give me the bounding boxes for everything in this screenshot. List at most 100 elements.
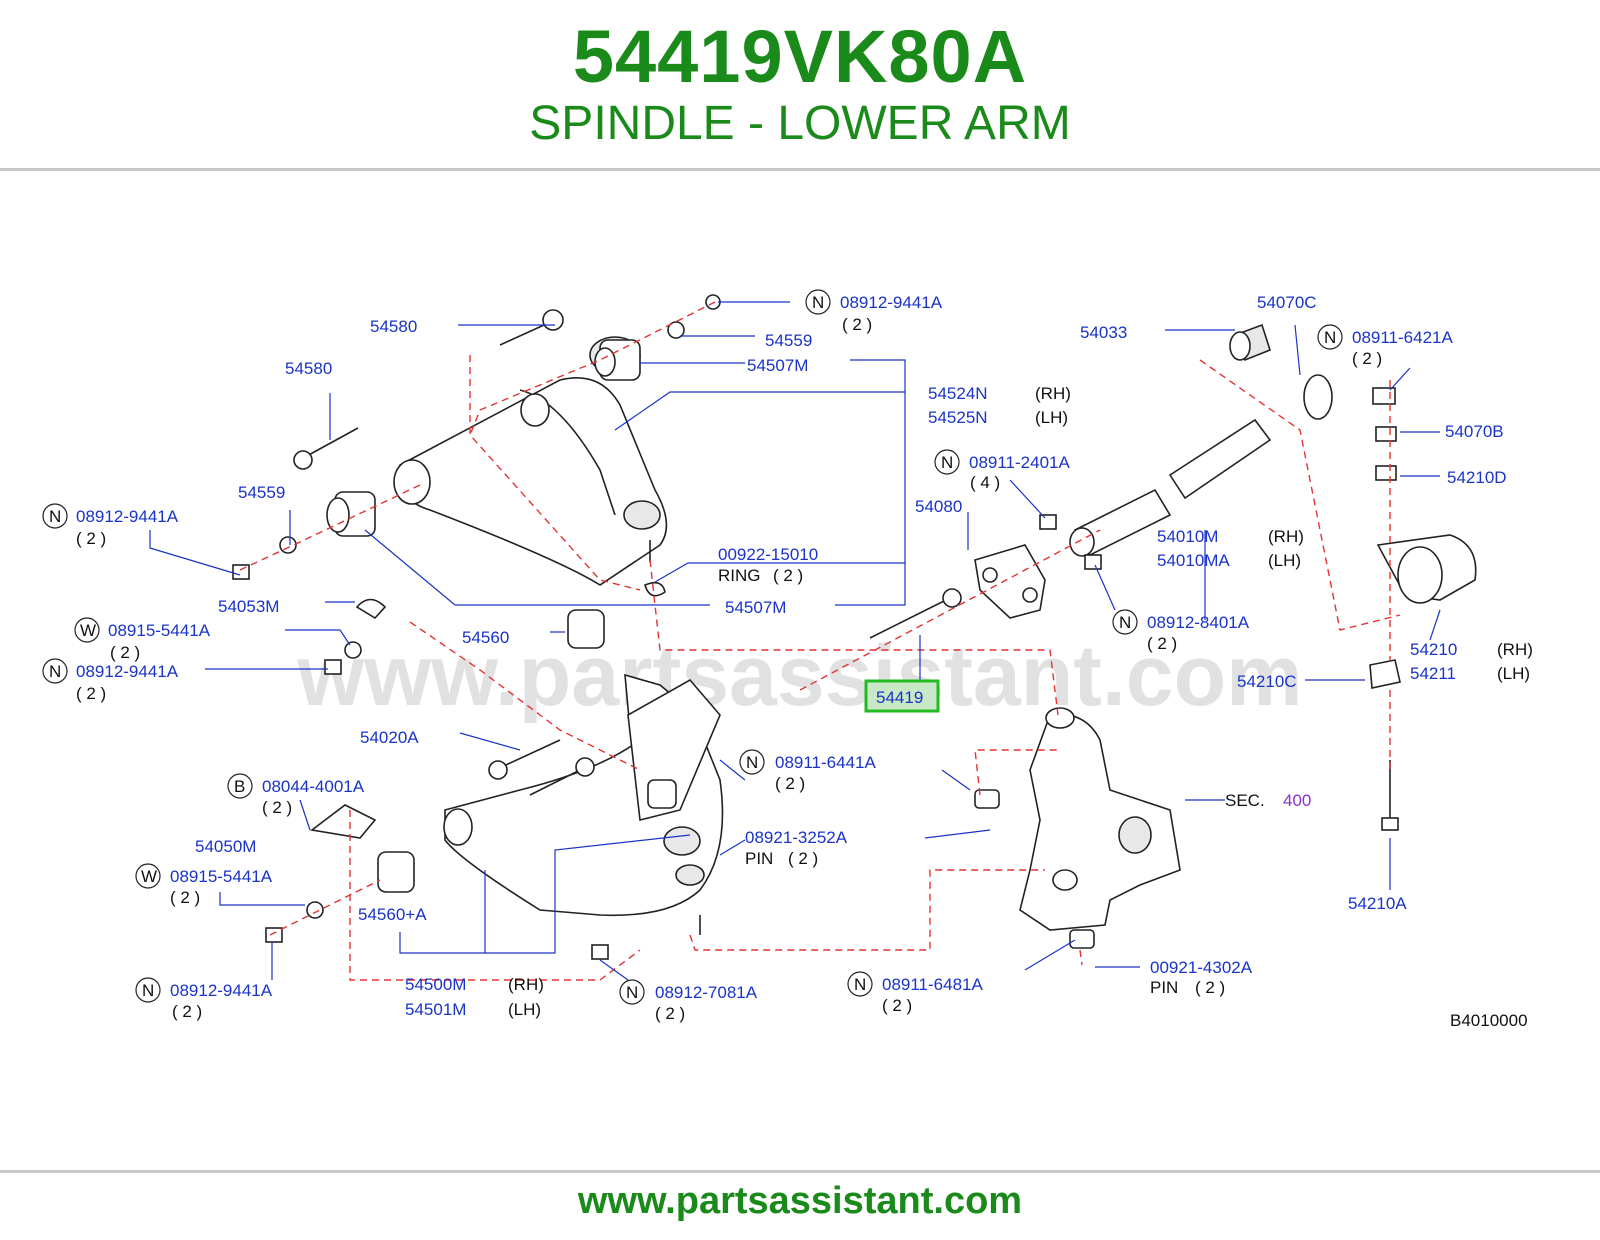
qty-label: ( 2 ) bbox=[262, 798, 292, 817]
parts-diagram: .pl { fill: #1a33c8; font-size: 17px; } … bbox=[0, 170, 1600, 1170]
note-w-letter: W bbox=[141, 867, 157, 886]
qty-label: ( 2 ) bbox=[1195, 978, 1225, 997]
part-54210-link[interactable]: 54210 bbox=[1410, 640, 1457, 659]
part-54080-link[interactable]: 54080 bbox=[915, 497, 962, 516]
note-n-letter: N bbox=[1119, 613, 1131, 632]
side-lh-label: (LH) bbox=[1497, 664, 1530, 683]
qty-label: ( 2 ) bbox=[655, 1004, 685, 1023]
part-08912-9441a-top-link[interactable]: 08912-9441A bbox=[840, 293, 943, 312]
note-w-badge bbox=[74, 617, 100, 643]
part-54020a-link[interactable]: 54020A bbox=[360, 728, 419, 747]
part-08911-2401a-link[interactable]: 08911-2401A bbox=[969, 453, 1070, 472]
part-08912-9441a-mid-link[interactable]: 08912-9441A bbox=[76, 662, 179, 681]
note-n-badge bbox=[1317, 324, 1343, 350]
steering-knuckle-drawing bbox=[974, 707, 1181, 949]
dashed-assembly-lines bbox=[239, 301, 1401, 981]
part-54070b-link[interactable]: 54070B bbox=[1445, 422, 1504, 441]
part-54507m-bottom-link[interactable]: 54507M bbox=[725, 598, 786, 617]
upper-control-arm-drawing bbox=[393, 376, 668, 586]
side-rh-label: (RH) bbox=[1035, 384, 1071, 403]
highlight-box bbox=[864, 679, 940, 713]
part-54560-a-link[interactable]: 54560+A bbox=[358, 905, 427, 924]
side-rh-label: (RH) bbox=[1497, 640, 1533, 659]
part-08911-6481a-link[interactable]: 08911-6481A bbox=[882, 975, 983, 994]
note-n-letter: N bbox=[854, 975, 866, 994]
lower-bolts-drawing bbox=[488, 739, 595, 796]
qty-label: ( 2 ) bbox=[76, 684, 106, 703]
part-08912-9441a-left-link[interactable]: 08912-9441A bbox=[76, 507, 179, 526]
part-54524n-link[interactable]: 54524N bbox=[928, 384, 988, 403]
part-54210c-link[interactable]: 54210C bbox=[1237, 672, 1297, 691]
part-title-heading: SPINDLE - LOWER ARM bbox=[529, 97, 1071, 150]
part-54070c-link[interactable]: 54070C bbox=[1257, 293, 1317, 312]
note-n-badge bbox=[135, 977, 161, 1003]
spindle-pin-drawing bbox=[869, 588, 962, 639]
side-lh-label: (LH) bbox=[508, 1000, 541, 1019]
part-54210a-link[interactable]: 54210A bbox=[1348, 894, 1407, 913]
note-n-letter: N bbox=[1324, 328, 1336, 347]
qty-label: ( 4 ) bbox=[970, 473, 1000, 492]
qty-label: ( 2 ) bbox=[842, 315, 872, 334]
note-b-badge bbox=[227, 773, 253, 799]
part-54419-highlighted-link[interactable]: 54419 bbox=[876, 688, 923, 707]
part-08915-5441a-a-link[interactable]: 08915-5441A bbox=[108, 621, 211, 640]
part-54211-link[interactable]: 54211 bbox=[1410, 664, 1456, 683]
qty-label: ( 2 ) bbox=[1352, 349, 1382, 368]
parts-diagram-svg: .pl { fill: #1a33c8; font-size: 17px; } … bbox=[42, 289, 1533, 1030]
part-08912-8401a-link[interactable]: 08912-8401A bbox=[1147, 613, 1250, 632]
note-n-letter: N bbox=[49, 662, 61, 681]
part-54559-left-link[interactable]: 54559 bbox=[238, 483, 285, 502]
part-54500m-link[interactable]: 54500M bbox=[405, 975, 466, 994]
part-54507m-top-link[interactable]: 54507M bbox=[747, 356, 808, 375]
part-54210d-link[interactable]: 54210D bbox=[1447, 468, 1507, 487]
part-08044-4001a-link[interactable]: 08044-4001A bbox=[262, 777, 365, 796]
section-label: SEC. bbox=[1225, 791, 1265, 810]
qty-label: ( 2 ) bbox=[76, 529, 106, 548]
part-54560-link[interactable]: 54560 bbox=[462, 628, 509, 647]
note-w-letter: W bbox=[80, 621, 96, 640]
part-08912-9441a-bottom-link[interactable]: 08912-9441A bbox=[170, 981, 273, 1000]
side-lh-label: (LH) bbox=[1035, 408, 1068, 427]
ring-label: RING bbox=[718, 566, 761, 585]
part-54501m-link[interactable]: 54501M bbox=[405, 1000, 466, 1019]
upper-bushing-front-drawing bbox=[589, 336, 641, 381]
part-08921-3252a-link[interactable]: 08921-3252A bbox=[745, 828, 848, 847]
lower-bracket-drawing bbox=[627, 678, 721, 821]
qty-label: ( 2 ) bbox=[172, 1002, 202, 1021]
part-08911-6421a-link[interactable]: 08911-6421A bbox=[1352, 328, 1453, 347]
part-54580-upper-link[interactable]: 54580 bbox=[285, 359, 332, 378]
part-54050m-link[interactable]: 54050M bbox=[195, 837, 256, 856]
pin-label: PIN bbox=[1150, 978, 1178, 997]
note-n-letter: N bbox=[142, 981, 154, 1000]
side-rh-label: (RH) bbox=[508, 975, 544, 994]
part-54559-link[interactable]: 54559 bbox=[765, 331, 812, 350]
qty-label: ( 2 ) bbox=[773, 566, 803, 585]
anchor-bracket-drawing bbox=[974, 514, 1102, 619]
part-54580-link[interactable]: 54580 bbox=[370, 317, 417, 336]
upper-bushing-rear-drawing bbox=[326, 491, 376, 537]
note-n-badge bbox=[42, 503, 68, 529]
part-08915-5441a-b-link[interactable]: 08915-5441A bbox=[170, 867, 273, 886]
part-number-heading: 54419VK80A bbox=[572, 15, 1028, 98]
qty-label: ( 2 ) bbox=[1147, 634, 1177, 653]
note-n-letter: N bbox=[746, 753, 758, 772]
note-n-badge bbox=[1112, 609, 1138, 635]
part-54053m-link[interactable]: 54053M bbox=[218, 597, 279, 616]
note-n-badge bbox=[619, 979, 645, 1005]
note-w-badge bbox=[135, 863, 161, 889]
pin-label: PIN bbox=[745, 849, 773, 868]
part-54010ma-link[interactable]: 54010MA bbox=[1157, 551, 1230, 570]
callout-leaders bbox=[149, 301, 1441, 981]
part-54033-link[interactable]: 54033 bbox=[1080, 323, 1127, 342]
lower-bushings-drawing bbox=[265, 598, 609, 960]
part-54525n-link[interactable]: 54525N bbox=[928, 408, 988, 427]
footer-site-link[interactable]: www.partsassistant.com bbox=[577, 1180, 1023, 1222]
note-n-letter: N bbox=[812, 293, 824, 312]
part-00922-15010-link[interactable]: 00922-15010 bbox=[718, 545, 818, 564]
section-400-link[interactable]: 400 bbox=[1283, 791, 1311, 810]
part-08911-6441a-link[interactable]: 08911-6441A bbox=[775, 753, 876, 772]
part-08912-7081a-link[interactable]: 08912-7081A bbox=[655, 983, 758, 1002]
stabilizer-parts-drawing bbox=[1229, 323, 1477, 831]
part-54010m-link[interactable]: 54010M bbox=[1157, 527, 1218, 546]
part-00921-4302a-link[interactable]: 00921-4302A bbox=[1150, 958, 1253, 977]
